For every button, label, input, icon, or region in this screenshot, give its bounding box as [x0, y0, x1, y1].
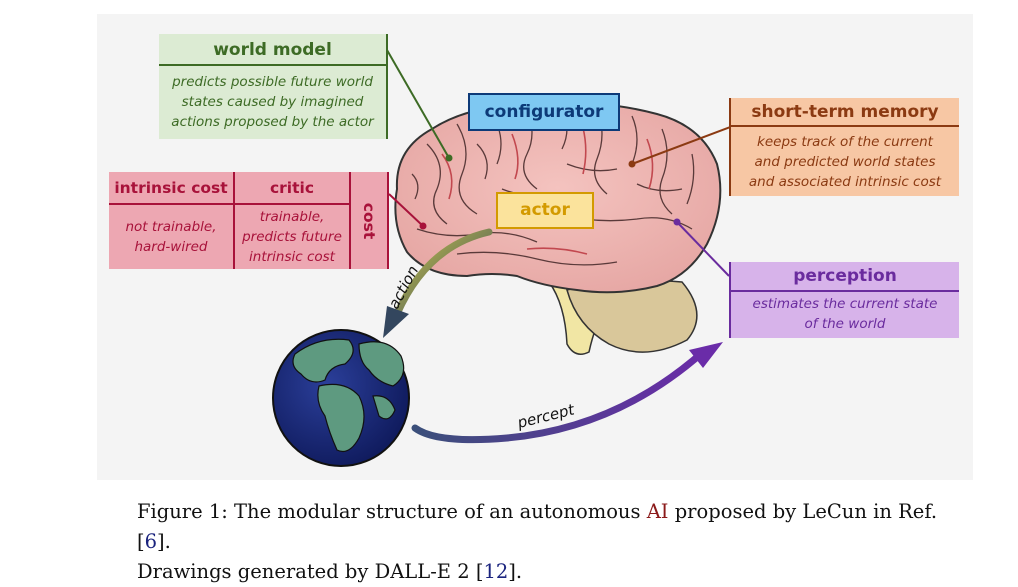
- globe-continent-asia: [358, 341, 405, 387]
- perception-desc-line: of the world: [804, 316, 886, 332]
- short-term-memory-desc-line: and associated intrinsic cost: [748, 174, 942, 190]
- globe-continent-arabia: [372, 395, 396, 420]
- perception-anchor: [673, 218, 681, 226]
- percept-arrow: [411, 342, 723, 444]
- figure-panel: action percept world model predicts poss…: [97, 14, 973, 480]
- globe-continent-europe: [292, 338, 354, 383]
- caption-text: proposed by LeCun in Ref. [: [137, 500, 938, 553]
- connectors: [386, 49, 734, 277]
- ai-acronym-link[interactable]: AI: [646, 500, 669, 523]
- intrinsic-cost-description: not trainable, hard-wired: [109, 205, 233, 257]
- caption-text: ].: [508, 560, 523, 583]
- cost-title: cost: [360, 202, 378, 239]
- globe-continent-africa: [317, 383, 365, 453]
- world-model-connector: [386, 49, 450, 159]
- action-arrow: [383, 228, 493, 338]
- perception-title: perception: [731, 262, 959, 292]
- world-model-description: predicts possible future world states ca…: [159, 66, 386, 132]
- world-model-module: world model predicts possible future wor…: [159, 34, 388, 139]
- intrinsic-cost-module: intrinsic cost not trainable, hard-wired: [109, 172, 235, 269]
- reference-link[interactable]: 6: [144, 530, 158, 553]
- short-term-memory-title: short-term memory: [731, 98, 959, 127]
- action-label: action: [385, 263, 423, 312]
- world-model-anchor: [445, 154, 453, 162]
- figure-caption: Figure 1: The modular structure of an au…: [137, 497, 957, 587]
- actor-title: actor: [520, 200, 570, 220]
- cost-anchor: [419, 222, 427, 230]
- caption-line-1: Figure 1: The modular structure of an au…: [137, 497, 957, 557]
- caption-text: Drawings generated by DALL-E 2 [: [137, 560, 484, 583]
- intrinsic-cost-title: intrinsic cost: [109, 172, 233, 205]
- world-model-title: world model: [159, 34, 386, 66]
- cost-module: intrinsic cost not trainable, hard-wired…: [109, 172, 389, 269]
- critic-desc-line: trainable,: [259, 209, 325, 225]
- reference-link[interactable]: 12: [483, 560, 509, 583]
- critic-description: trainable, predicts future intrinsic cos…: [235, 205, 349, 267]
- critic-module: critic trainable, predicts future intrin…: [235, 172, 351, 269]
- globe-drawing: [272, 329, 410, 467]
- actor-module: actor: [496, 192, 594, 229]
- caption-line-2: Drawings generated by DALL-E 2 [12].: [137, 557, 957, 587]
- critic-title: critic: [235, 172, 349, 205]
- diagram-canvas: action percept: [272, 49, 734, 467]
- short-term-memory-anchor: [628, 160, 636, 168]
- short-term-memory-module: short-term memory keeps track of the cur…: [729, 98, 959, 196]
- perception-module: perception estimates the current state o…: [729, 262, 959, 338]
- intrinsic-cost-desc-line: hard-wired: [134, 239, 208, 255]
- short-term-memory-desc-line: and predicted world states: [754, 154, 936, 170]
- intrinsic-cost-desc-line: not trainable,: [125, 219, 217, 235]
- cost-label-column: cost: [351, 172, 389, 269]
- world-model-desc-line: states caused by imagined: [181, 94, 364, 110]
- caption-text: ].: [157, 530, 171, 553]
- world-model-desc-line: actions proposed by the actor: [171, 114, 374, 130]
- critic-desc-line: intrinsic cost: [249, 249, 335, 265]
- short-term-memory-connector: [631, 125, 734, 165]
- cost-connector: [388, 193, 424, 227]
- short-term-memory-description: keeps track of the current and predicted…: [731, 127, 959, 192]
- perception-desc-line: estimates the current state: [752, 296, 938, 312]
- configurator-title: configurator: [484, 102, 604, 122]
- perception-connector: [676, 221, 730, 277]
- critic-desc-line: predicts future: [242, 229, 342, 245]
- caption-text: Figure 1: The modular structure of an au…: [137, 500, 647, 523]
- world-model-desc-line: predicts possible future world: [172, 74, 373, 90]
- short-term-memory-desc-line: keeps track of the current: [757, 134, 933, 150]
- configurator-module: configurator: [468, 93, 620, 131]
- perception-description: estimates the current state of the world: [731, 292, 959, 334]
